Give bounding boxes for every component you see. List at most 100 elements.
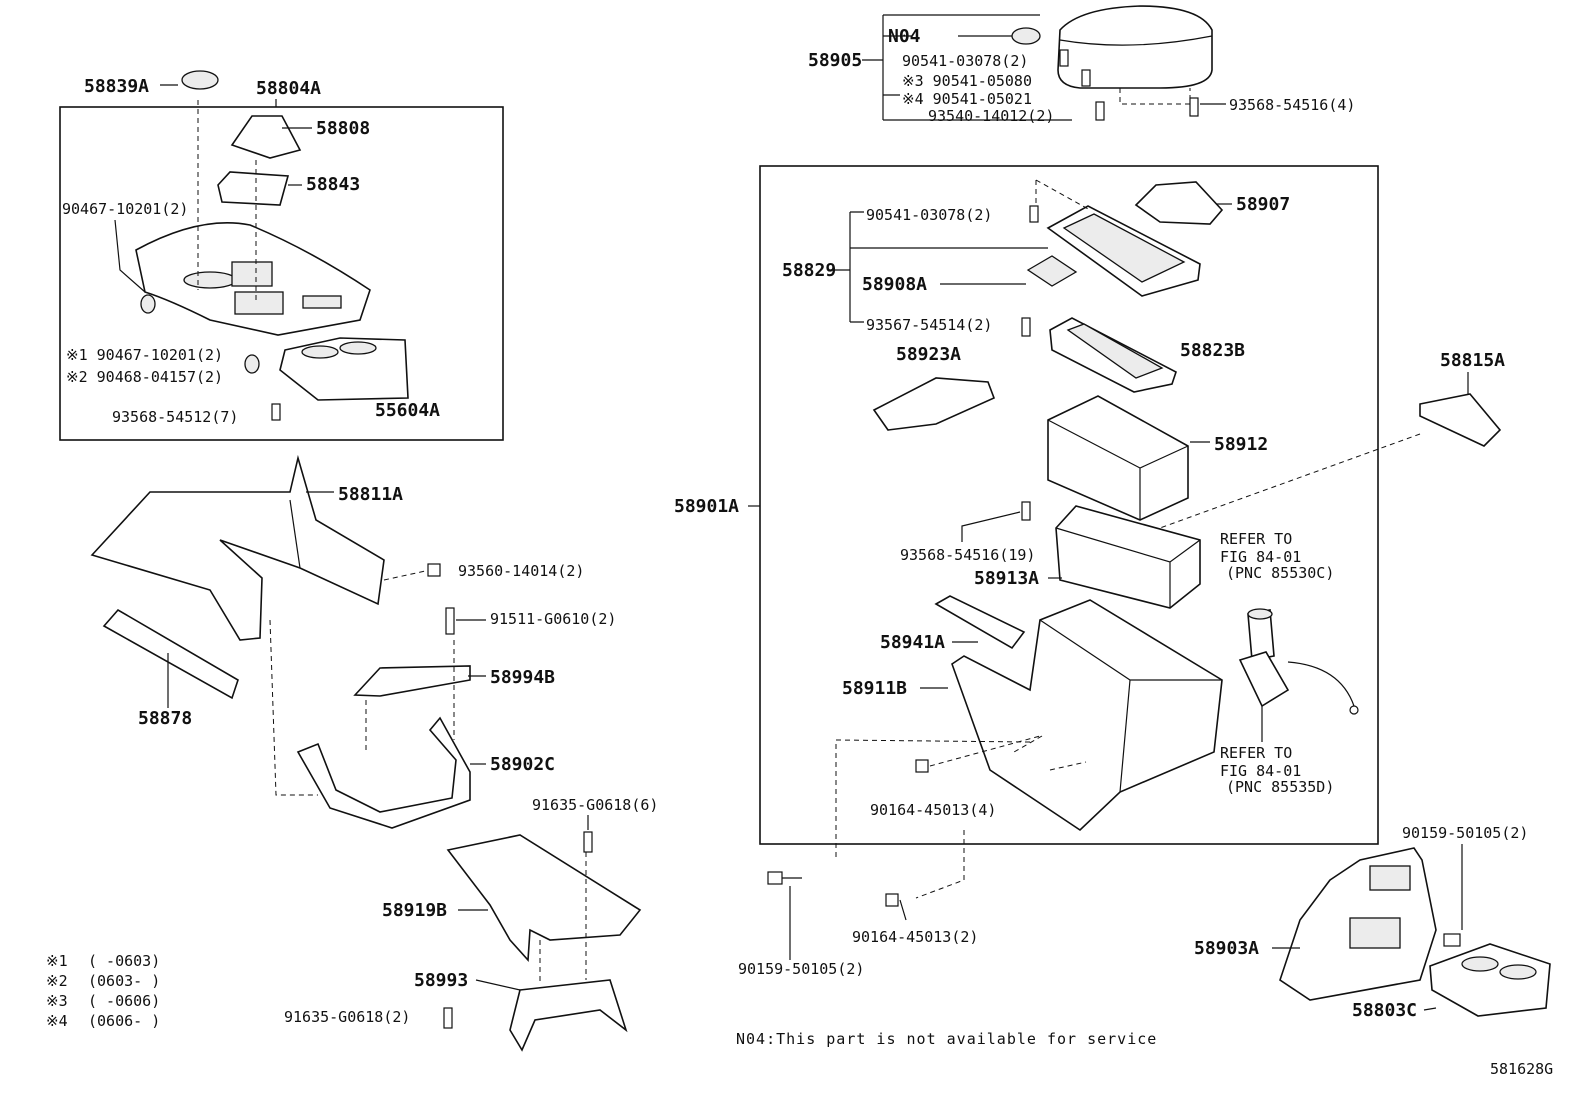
lock-part: [1026, 255, 1078, 287]
left-parts: 58811A 58878 93560-14014(2) 91511-G0610(…: [90, 454, 658, 1052]
bolt-e-label: 90159-50105(2): [738, 960, 864, 978]
diagram-id: 581628G: [1490, 1060, 1553, 1078]
armrest-group: N04 58905 90541-03078(2) ※3 90541-05080 …: [808, 5, 1355, 125]
ref1-line1: REFER TO: [1220, 530, 1292, 548]
boot-label: 58808: [316, 118, 370, 139]
screw-c-label: 93568-54516(19): [900, 546, 1035, 564]
bracket-plate-label: 58919B: [382, 900, 447, 921]
retainer-label: 58843: [306, 174, 360, 195]
footnote: N04:This part is not available for servi…: [736, 1030, 1157, 1048]
screw-icon: [1029, 205, 1039, 223]
screw-icon: [1189, 97, 1199, 117]
ref1-line2: FIG 84-01: [1220, 548, 1301, 566]
shift-boot: [230, 115, 302, 159]
retainer-ring: [217, 171, 290, 206]
plug-part: [181, 70, 219, 90]
screw-icon: [1095, 101, 1105, 121]
armrest-part-4: 93540-14012(2): [928, 107, 1054, 125]
legend-range-3: ( -0606): [88, 992, 160, 1010]
plug-label: 58839A: [84, 76, 149, 97]
shift-group: 58839A 58804A 58808 58843 90467-10201(2)…: [59, 70, 504, 441]
console-assembly-label: 58901A: [674, 496, 739, 517]
screw-b-label: 93567-54514(2): [866, 316, 992, 334]
bolt-d-label: 90164-45013(4): [870, 801, 996, 819]
bracket: [872, 377, 996, 431]
console-group: 58901A 58907 58829 90541-03078(2) 58908A…: [674, 165, 1379, 845]
bracket-plate: [446, 834, 642, 962]
body-label: 58911B: [842, 678, 907, 699]
armrest-part-3: ※4 90541-05021: [902, 90, 1032, 108]
legend-mark-2: ※2: [46, 972, 68, 990]
pad-label: 58941A: [880, 632, 945, 653]
clip-label: 90467-10201(2): [62, 200, 188, 218]
box-label: 58912: [1214, 434, 1268, 455]
screw-icon: [1081, 69, 1091, 87]
bolt-g-label: 90159-50105(2): [1402, 824, 1528, 842]
cup-holder-label: 55604A: [375, 400, 440, 421]
shift-assembly-label: 58804A: [256, 78, 321, 99]
lid-hinge-label: 58907: [1236, 194, 1290, 215]
lid-sub-label: 58829: [782, 260, 836, 281]
bolt-icon: [915, 759, 929, 773]
rear-cup-holder: [1429, 943, 1551, 1017]
n04-label: N04: [888, 26, 921, 47]
clip-var1-label: ※1 90467-10201(2): [66, 346, 223, 364]
bracket-label: 58923A: [896, 344, 961, 365]
bolt-f-label: 90164-45013(2): [852, 928, 978, 946]
console-box-lower: [1055, 505, 1201, 609]
fastener-label: 93560-14014(2): [458, 562, 584, 580]
ref2-line1: REFER TO: [1220, 744, 1292, 762]
bracket-low: [509, 979, 628, 1052]
armrest-lid: [1057, 5, 1213, 89]
legend-range-2: (0603- ): [88, 972, 160, 990]
shift-group-frame: [59, 106, 504, 441]
rear-panel-label: 58903A: [1194, 938, 1259, 959]
panel-label: 58811A: [338, 484, 403, 505]
bolt-label: 91511-G0610(2): [490, 610, 616, 628]
bolt-icon: [1443, 933, 1461, 947]
armrest-part-2: ※3 90541-05080: [902, 72, 1032, 90]
bracket-c-label: 58902C: [490, 754, 555, 775]
bolt-icon: [445, 607, 455, 635]
bolt-low-label: 91635-G0618(2): [284, 1008, 410, 1026]
legend-range-1: ( -0603): [88, 952, 160, 970]
ref1-line3: (PNC 85530C): [1226, 564, 1334, 582]
box-lower-label: 58913A: [974, 568, 1039, 589]
console-box: [1047, 395, 1189, 521]
shift-screw-label: 93568-54512(7): [112, 408, 238, 426]
bracket-c: [296, 716, 471, 829]
armrest-screw-label: 93568-54516(4): [1229, 96, 1355, 114]
rear-cup-label: 58803C: [1352, 1000, 1417, 1021]
strip-label: 58878: [138, 708, 192, 729]
n04-cap: [1011, 27, 1041, 45]
mat-part: [1419, 393, 1502, 447]
bolt-icon: [767, 871, 783, 885]
screw-icon: [1059, 49, 1069, 67]
pad: [934, 595, 1026, 650]
legend-range-4: (0606- ): [88, 1012, 160, 1030]
bracket-b-label: 58994B: [490, 667, 555, 688]
bolt-icon: [443, 1007, 453, 1029]
bolt-top-label: 91635-G0618(6): [532, 796, 658, 814]
variant-legend: ※1 ( -0603) ※2 (0603- ) ※3 ( -0606) ※4 (…: [46, 952, 160, 1030]
clip-var2-label: ※2 90468-04157(2): [66, 368, 223, 386]
armrest-part-1: 90541-03078(2): [902, 52, 1028, 70]
bracket-low-label: 58993: [414, 970, 468, 991]
ref2-line3: (PNC 85535D): [1226, 778, 1334, 796]
bracket-b: [353, 665, 471, 697]
screw-icon: [1021, 317, 1031, 337]
lock-label: 58908A: [862, 274, 927, 295]
armrest-assembly-label: 58905: [808, 50, 862, 71]
side-panel: [90, 454, 385, 641]
screw-icon: [271, 403, 281, 421]
legend-mark-3: ※3: [46, 992, 68, 1010]
lid-hinge: [1134, 181, 1224, 225]
trim-strip: [102, 608, 239, 700]
mat-label: 58815A: [1440, 350, 1505, 371]
right-parts: 58815A 90159-50105(2) 90164-45013(2) 901…: [738, 350, 1551, 1021]
socket-bracket: [1238, 651, 1290, 708]
fastener-icon: [427, 563, 441, 577]
legend-mark-4: ※4: [46, 1012, 68, 1030]
console-frame: [759, 165, 1379, 845]
